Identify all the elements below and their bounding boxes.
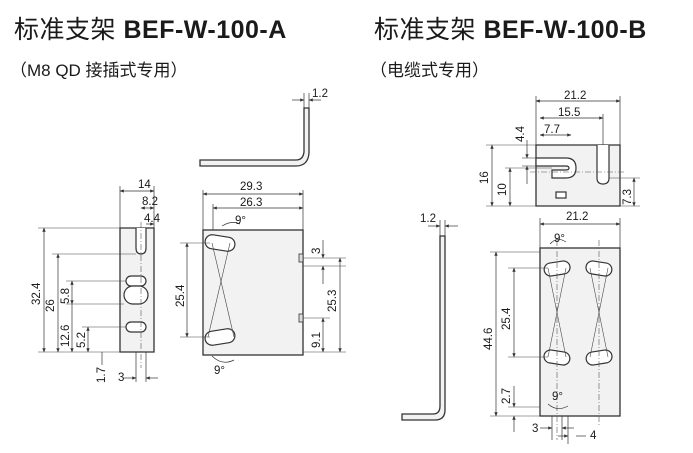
left-dim-25-4: 25.4 <box>175 284 187 307</box>
left-side-view: 1.2 <box>199 88 328 167</box>
left-dim-1-7: 1.7 <box>96 367 108 383</box>
right-title: 标准支架 BEF-W-100-B <box>374 10 647 46</box>
right-dim-25-4: 25.4 <box>501 307 513 330</box>
left-dim-5-8: 5.8 <box>60 288 72 304</box>
left-model-name: BEF-W-100-A <box>123 16 287 44</box>
right-dim-2-7: 2.7 <box>501 388 513 404</box>
left-dim-25-3: 25.3 <box>327 290 339 312</box>
right-dim-10: 10 <box>497 183 509 196</box>
right-dim-16: 16 <box>479 171 491 184</box>
left-rear-view: 29.3 26.3 9° 25.4 3 25.3 9.1 9° <box>175 181 346 377</box>
right-dim-44-6: 44.6 <box>483 328 495 350</box>
right-dim-21-2-top: 21.2 <box>564 90 586 102</box>
left-title: 标准支架 BEF-W-100-A <box>14 10 287 46</box>
left-dim-12-6: 12.6 <box>60 325 72 347</box>
left-front-view: 14 8.2 4.4 32.4 26 5.8 12.6 5.2 3 1.7 <box>31 179 161 384</box>
right-dim-15-5: 15.5 <box>558 107 580 119</box>
left-dim-8-2: 8.2 <box>142 196 158 208</box>
left-dim-3-right: 3 <box>311 248 323 254</box>
left-dim-29-3: 29.3 <box>240 181 262 193</box>
right-subtitle: （电缆式专用） <box>370 61 489 80</box>
left-title-prefix: 标准支架 <box>14 16 117 44</box>
right-dim-thickness: 1.2 <box>420 213 436 225</box>
left-dim-3: 3 <box>118 372 124 384</box>
right-dim-21-2-front: 21.2 <box>566 211 588 223</box>
right-dim-7-3: 7.3 <box>622 189 634 205</box>
left-dim-thickness: 1.2 <box>312 88 328 100</box>
left-dim-14: 14 <box>138 179 151 191</box>
left-subtitle: （M8 QD 接插式专用） <box>10 61 188 80</box>
left-dim-26-3: 26.3 <box>240 197 262 209</box>
right-front-view: 21.2 9° 44.6 25.4 2.7 9° 3 4 <box>483 211 621 444</box>
left-dim-4-4: 4.4 <box>144 213 161 225</box>
right-dim-4-4: 4.4 <box>515 125 527 142</box>
left-angle-9-top: 9° <box>235 215 246 227</box>
left-dim-9-1: 9.1 <box>311 332 323 348</box>
right-dim-4: 4 <box>590 430 597 442</box>
right-model-name: BEF-W-100-B <box>483 16 647 44</box>
left-dim-32-4: 32.4 <box>31 282 43 305</box>
right-title-prefix: 标准支架 <box>374 16 477 44</box>
right-dim-3: 3 <box>532 423 538 435</box>
left-dim-5-2: 5.2 <box>76 332 88 348</box>
right-top-view: 21.2 15.5 7.7 4.4 16 10 7.3 <box>479 90 640 207</box>
right-side-view: 1.2 <box>401 213 458 421</box>
left-angle-9-bottom: 9° <box>214 365 225 377</box>
right-angle-9-top: 9° <box>554 233 565 245</box>
left-dim-26: 26 <box>45 299 57 312</box>
right-angle-9-bottom: 9° <box>552 391 563 403</box>
right-dim-7-7: 7.7 <box>544 124 560 136</box>
